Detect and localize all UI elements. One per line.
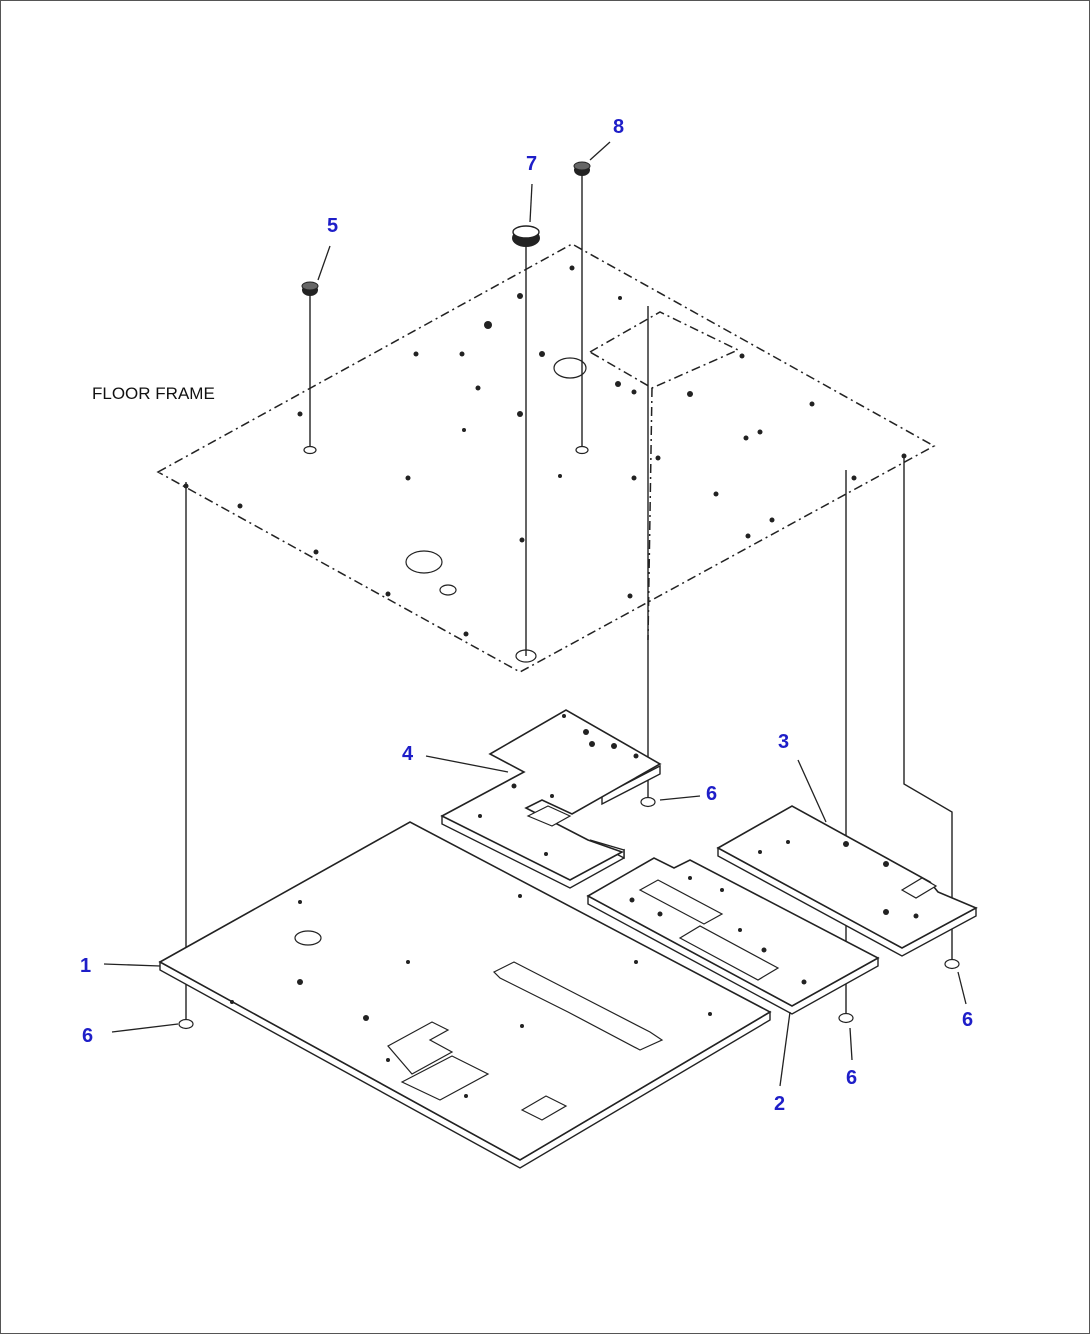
part-4-floor-plate (440, 709, 662, 889)
floor-frame (156, 243, 936, 673)
part-7-cap (512, 225, 540, 247)
fastener-guide-lines (185, 170, 953, 1022)
callout-5: 5 (327, 215, 338, 237)
callout-7: 7 (526, 153, 537, 175)
part-3-floor-plate (716, 805, 978, 957)
callout-2: 2 (774, 1093, 785, 1115)
callout-3: 3 (778, 731, 789, 753)
part-8-plug (573, 161, 591, 176)
callout-6-center: 6 (706, 783, 717, 805)
floor-frame-label: FLOOR FRAME (92, 384, 215, 403)
callout-6-left: 6 (82, 1025, 93, 1047)
part-1-floor-plate (158, 821, 772, 1169)
callout-8: 8 (613, 116, 624, 138)
part-5-plug (301, 281, 319, 296)
callout-6-lower-right: 6 (846, 1067, 857, 1089)
callout-6-right: 6 (962, 1009, 973, 1031)
part-2-floor-plate (586, 857, 880, 1015)
callout-1: 1 (80, 955, 91, 977)
part-6-nuts (178, 796, 960, 1030)
callout-leaders (103, 141, 967, 1087)
callout-4: 4 (402, 743, 414, 765)
